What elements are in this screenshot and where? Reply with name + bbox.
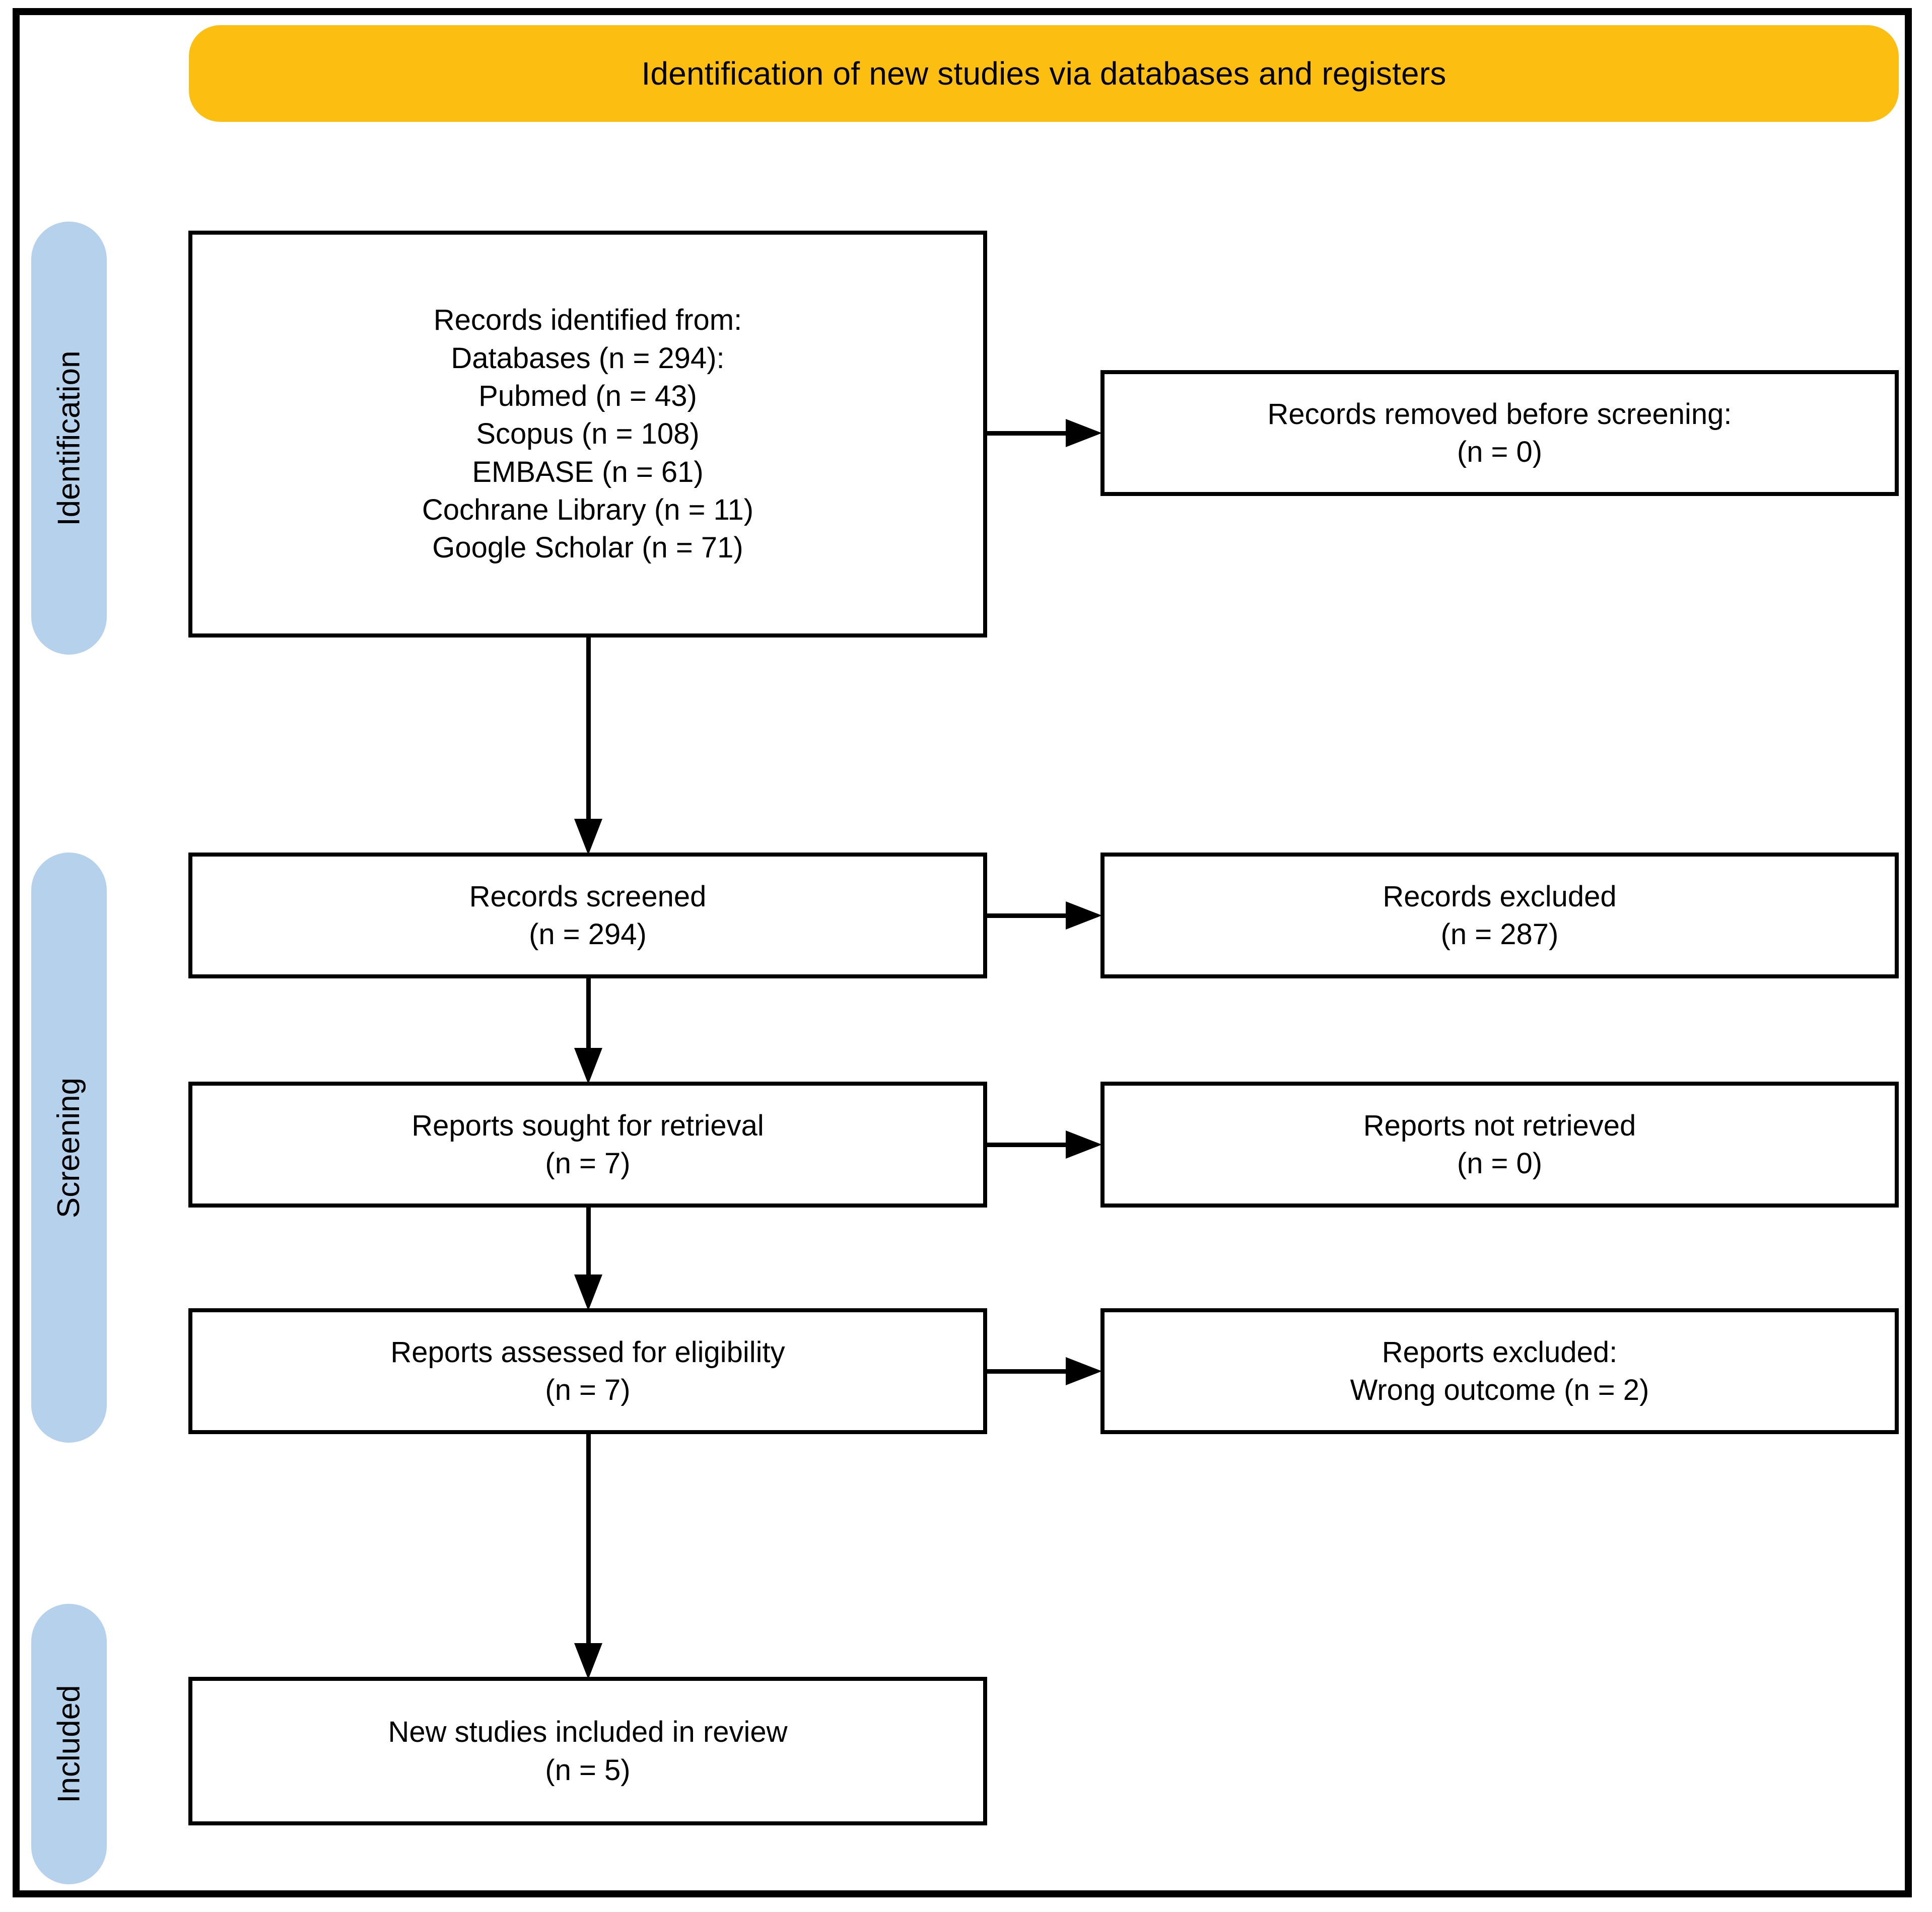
box-reports-assessed-for-eligibility: Reports assessed for eligibility (n = 7) <box>188 1308 987 1434</box>
box-line: Wrong outcome (n = 2) <box>1350 1374 1649 1406</box>
arrow-shaft <box>987 431 1068 436</box>
box-line: Records identified from: <box>433 304 742 337</box>
diagram-title-text: Identification of new studies via databa… <box>641 55 1446 92</box>
arrow-head-icon <box>1066 419 1102 447</box>
arrow-identified-to-screened <box>564 638 612 855</box>
box-line: New studies included in review <box>388 1716 788 1749</box>
arrow-identified-to-removed <box>987 409 1102 457</box>
stage-pill-screening: Screening <box>31 853 107 1443</box>
box-line: Google Scholar (n = 71) <box>432 531 743 564</box>
arrow-head-icon <box>574 1643 602 1679</box>
arrow-head-icon <box>1066 1130 1102 1159</box>
box-new-studies-included: New studies included in review (n = 5) <box>188 1677 987 1825</box>
arrow-screened-to-sought <box>564 978 612 1084</box>
arrow-head-icon <box>574 1048 602 1084</box>
box-line: Reports not retrieved <box>1363 1109 1636 1142</box>
box-line: Pubmed (n = 43) <box>478 379 697 412</box>
diagram-title-banner: Identification of new studies via databa… <box>189 25 1899 122</box>
arrow-shaft <box>586 978 591 1052</box>
box-line: Reports assessed for eligibility <box>390 1335 785 1369</box>
box-records-removed-before-screening: Records removed before screening: (n = 0… <box>1100 370 1899 496</box>
box-line: Records screened <box>469 880 707 913</box>
arrow-assessed-to-reports-excluded <box>987 1347 1102 1395</box>
box-line: EMBASE (n = 61) <box>472 455 704 488</box>
stage-pill-identification: Identification <box>31 222 107 655</box>
arrow-shaft <box>586 1208 591 1279</box>
box-line: (n = 294) <box>529 918 647 951</box>
box-reports-sought-for-retrieval: Reports sought for retrieval (n = 7) <box>188 1082 987 1208</box>
box-records-screened: Records screened (n = 294) <box>188 853 987 978</box>
arrow-shaft <box>987 1143 1068 1147</box>
box-line: (n = 0) <box>1457 1147 1543 1180</box>
arrow-shaft <box>586 1434 591 1647</box>
box-reports-excluded: Reports excluded: Wrong outcome (n = 2) <box>1100 1308 1899 1434</box>
box-records-excluded: Records excluded (n = 287) <box>1100 853 1899 978</box>
box-line: Databases (n = 294): <box>451 341 725 375</box>
arrow-sought-to-assessed <box>564 1208 612 1311</box>
box-line: Reports sought for retrieval <box>411 1109 764 1142</box>
arrow-head-icon <box>1066 901 1102 930</box>
stage-label-included: Included <box>51 1685 87 1803</box>
arrow-assessed-to-included <box>564 1434 612 1679</box>
box-line: Reports excluded: <box>1382 1335 1618 1369</box>
arrow-shaft <box>987 1369 1068 1374</box>
box-line: Records removed before screening: <box>1267 397 1732 431</box>
arrow-head-icon <box>574 819 602 855</box>
arrow-sought-to-not-retrieved <box>987 1120 1102 1169</box>
arrow-screened-to-excluded <box>987 891 1102 940</box>
box-line: (n = 7) <box>545 1147 631 1180</box>
arrow-head-icon <box>1066 1357 1102 1385</box>
stage-label-identification: Identification <box>51 350 87 526</box>
box-records-identified: Records identified from: Databases (n = … <box>188 231 987 638</box>
box-line: (n = 7) <box>545 1374 631 1406</box>
box-line: (n = 5) <box>545 1753 631 1787</box>
arrow-shaft <box>987 913 1068 918</box>
stage-pill-included: Included <box>31 1604 107 1884</box>
stage-label-screening: Screening <box>51 1077 87 1218</box>
box-line: Cochrane Library (n = 11) <box>422 493 754 527</box>
box-line: (n = 0) <box>1457 436 1543 468</box>
diagram-frame <box>13 8 1912 1897</box>
box-line: Records excluded <box>1383 880 1617 913</box>
box-line: (n = 287) <box>1440 918 1559 951</box>
box-line: Scopus (n = 108) <box>476 417 700 451</box>
arrow-shaft <box>586 638 591 823</box>
box-reports-not-retrieved: Reports not retrieved (n = 0) <box>1100 1082 1899 1208</box>
arrow-head-icon <box>574 1274 602 1311</box>
